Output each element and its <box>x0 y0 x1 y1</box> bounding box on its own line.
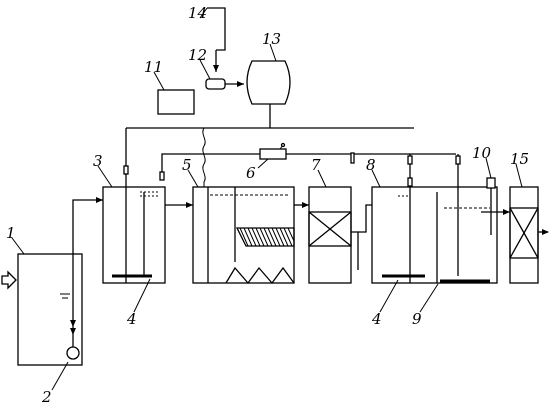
collection-tank-1 <box>1 253 83 366</box>
reactor-5 <box>192 186 295 285</box>
label-7: 7 <box>311 156 321 174</box>
label-2: 2 <box>41 388 52 406</box>
tank-8 <box>371 154 498 284</box>
component-11 <box>157 89 195 115</box>
label-11: 11 <box>144 58 163 76</box>
air-distribution-pipe <box>123 104 461 187</box>
label-14: 14 <box>188 4 207 22</box>
callout-labels: 1 2 3 4 5 6 7 8 4 9 10 15 11 <box>6 4 529 406</box>
component-12 <box>205 78 244 90</box>
filter-15 <box>509 186 549 284</box>
pipe-filter7-to-tank8 <box>351 204 372 270</box>
inlet-arrow <box>1 270 17 290</box>
label-12: 12 <box>188 46 207 64</box>
label-15: 15 <box>510 150 529 168</box>
label-10: 10 <box>472 144 492 162</box>
label-13: 13 <box>262 30 281 48</box>
label-3: 3 <box>93 152 103 170</box>
pipe-reactor5-to-filter7 <box>294 202 309 208</box>
filter-7 <box>308 186 352 284</box>
label-4b: 4 <box>371 310 382 328</box>
component-14 <box>207 7 226 72</box>
pipe-tank3-to-reactor5 <box>165 202 193 208</box>
tank-13 <box>246 60 291 105</box>
pipe-pump-to-tank-3 <box>72 197 103 270</box>
component-6 <box>259 148 287 160</box>
label-9: 9 <box>412 310 422 328</box>
label-4a: 4 <box>126 310 137 328</box>
tank-3 <box>102 164 166 284</box>
label-6: 6 <box>246 164 256 182</box>
label-8: 8 <box>366 156 376 174</box>
label-1: 1 <box>6 224 16 242</box>
label-5: 5 <box>182 156 192 174</box>
pump-2 <box>66 346 80 360</box>
return-line-with-component-6 <box>159 142 456 181</box>
